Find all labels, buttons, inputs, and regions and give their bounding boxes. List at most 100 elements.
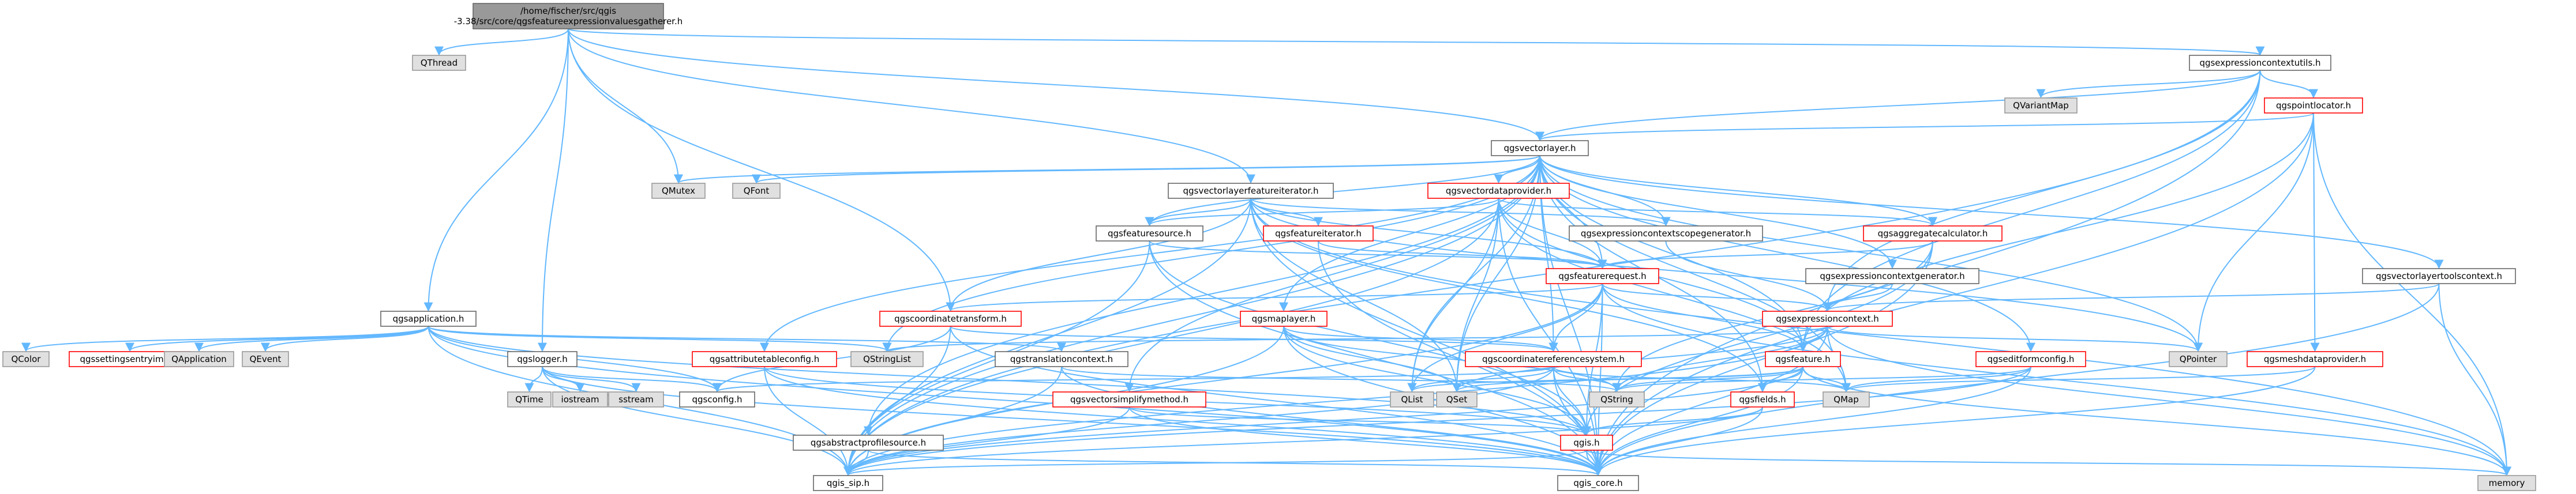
- node-qgis[interactable]: qgis.h: [1560, 435, 1613, 451]
- node-qgsabstractprofilesource[interactable]: qgsabstractprofilesource.h: [793, 435, 944, 451]
- node-qgscoordinatereferencesystem[interactable]: qgscoordinatereferencesystem.h: [1465, 351, 1642, 367]
- edge-layer: [21, 28, 2511, 476]
- node-box-qpointer: [2169, 351, 2228, 367]
- node-label-qtime: QTime: [515, 394, 543, 405]
- node-label-qgis_core: qgis_core.h: [1573, 478, 1622, 489]
- edge-qgsvectorlayerfeatureiterator-to-qgsexpressioncontextscopegenerator: [1250, 198, 1671, 227]
- node-box-qapplication: [164, 351, 234, 367]
- edge-qgsfeaturerequest-to-qgscoordinatereferencesystem: [1548, 283, 1603, 352]
- node-qgsmaplayer[interactable]: qgsmaplayer.h: [1240, 311, 1328, 327]
- edge-qgsfeaturesource-to-qgis: [1149, 240, 1591, 436]
- node-box-qgspointlocator: [2264, 97, 2363, 114]
- edge-qgsvectorlayer-to-qgsfeaturesource: [1145, 155, 1540, 227]
- node-box-qgsvectorlayertoolscontext: [2362, 268, 2516, 284]
- node-label-qgsapplication: qgsapplication.h: [393, 314, 464, 324]
- node-qgsvectordataprovider[interactable]: qgsvectordataprovider.h: [1427, 183, 1570, 199]
- node-label-qvariantmap: QVariantMap: [2013, 100, 2069, 111]
- node-label-qfont: QFont: [744, 186, 770, 196]
- node-box-qgsabstractprofilesource: [793, 435, 944, 451]
- edge-qgsexpressioncontext-to-qstringlist: [883, 326, 1828, 352]
- node-root[interactable]: /home/fischer/src/qgis-3.38/src/core/qgs…: [454, 3, 683, 29]
- node-qapplication: QApplication: [164, 351, 234, 367]
- node-qmutex: QMutex: [651, 183, 706, 199]
- node-label-root: -3.38/src/core/qgsfeatureexpressionvalue…: [454, 16, 683, 27]
- node-label-qgstranslationcontext: qgstranslationcontext.h: [1010, 354, 1113, 364]
- node-box-qgsapplication: [380, 311, 477, 327]
- node-qtime: QTime: [507, 391, 552, 408]
- edge-qgsaggregatecalculator-to-qgsfeaturerequest: [1598, 240, 1933, 269]
- node-box-qgsmeshdataprovider: [2247, 351, 2383, 367]
- node-qlist: QList: [1390, 391, 1434, 408]
- node-label-qstring: QString: [1600, 394, 1633, 405]
- node-box-qthread: [412, 55, 466, 71]
- node-label-qgsvectorlayer: qgsvectorlayer.h: [1504, 143, 1576, 153]
- node-label-qgsvectorsimplifymethod: qgsvectorsimplifymethod.h: [1070, 394, 1188, 405]
- node-qcolor: QColor: [2, 351, 50, 367]
- node-box-qgsexpressioncontextutils: [2189, 55, 2331, 71]
- node-qgscoordinatetransform[interactable]: qgscoordinatetransform.h: [879, 311, 1022, 327]
- edge-qgsvectordataprovider-to-qlist: [1407, 198, 1499, 393]
- node-qstring: QString: [1589, 391, 1645, 408]
- node-qgsexpressioncontext[interactable]: qgsexpressioncontext.h: [1762, 311, 1893, 327]
- edge-root-to-qgscoordinatetransform: [568, 28, 955, 312]
- edge-qgspointlocator-to-qgsfeature: [1798, 112, 2314, 352]
- edge-root-to-qgslogger: [538, 28, 569, 352]
- edge-qgis-to-qgis_sip: [843, 450, 1587, 476]
- node-label-qgsvectorlayerfeatureiterator: qgsvectorlayerfeatureiterator.h: [1183, 186, 1319, 196]
- node-box-qgis_core: [1557, 475, 1639, 491]
- node-box-qgsexpressioncontext: [1762, 311, 1893, 327]
- node-label-qgsconfig: qgsconfig.h: [692, 394, 742, 405]
- node-qgsfeatureiterator[interactable]: qgsfeatureiterator.h: [1263, 225, 1374, 242]
- node-qgspointlocator[interactable]: qgspointlocator.h: [2264, 97, 2363, 114]
- node-box-qgsfeature: [1765, 351, 1841, 367]
- edge-qgsmaplayer-to-qset: [1283, 326, 1461, 393]
- node-qgsexpressioncontextscopegenerator[interactable]: qgsexpressioncontextscopegenerator.h: [1569, 225, 1763, 242]
- node-qgseditformconfig[interactable]: qgseditformconfig.h: [1975, 351, 2086, 367]
- edge-qgsattributetableconfig-to-qgis_core: [764, 366, 1603, 476]
- edge-qgsvectorsimplifymethod-to-qgis: [1128, 406, 1591, 436]
- node-qgsmeshdataprovider[interactable]: qgsmeshdataprovider.h: [2247, 351, 2383, 367]
- node-qgsexpressioncontextutils[interactable]: qgsexpressioncontextutils.h: [2189, 55, 2331, 71]
- edge-qgseditformconfig-to-qstring: [1612, 366, 2031, 393]
- node-qstringlist: QStringList: [850, 351, 924, 367]
- edge-qgsfeaturerequest-to-qgsexpressioncontext: [1602, 283, 1832, 312]
- node-qgstranslationcontext[interactable]: qgstranslationcontext.h: [995, 351, 1128, 367]
- edge-qgsfeature-to-qset: [1452, 366, 1803, 393]
- node-box-qcolor: [2, 351, 50, 367]
- node-qgsexpressioncontextgenerator[interactable]: qgsexpressioncontextgenerator.h: [1805, 268, 1979, 284]
- node-qgis_core[interactable]: qgis_core.h: [1557, 475, 1639, 491]
- node-qgsattributetableconfig[interactable]: qgsattributetableconfig.h: [692, 351, 837, 367]
- edge-qgscoordinatereferencesystem-to-qgsconfig: [713, 366, 1554, 393]
- node-qgslogger[interactable]: qgslogger.h: [507, 351, 578, 367]
- edge-root-to-qgsvectorlayerfeatureiterator: [568, 28, 1255, 184]
- edge-qgsfeaturesource-to-qgsfeaturerequest: [1149, 240, 1607, 269]
- edge-qgsvectorlayer-to-qgsvectorsimplifymethod: [1124, 155, 1540, 393]
- node-qgsfeaturesource[interactable]: qgsfeaturesource.h: [1096, 225, 1203, 242]
- node-qgsfeaturerequest[interactable]: qgsfeaturerequest.h: [1546, 268, 1659, 284]
- node-qgsvectorlayerfeatureiterator[interactable]: qgsvectorlayerfeatureiterator.h: [1168, 183, 1334, 199]
- node-qgsapplication[interactable]: qgsapplication.h: [380, 311, 477, 327]
- edge-qgscoordinatereferencesystem-to-qgis_sip: [843, 366, 1554, 476]
- node-box-qgsconfig: [679, 391, 755, 408]
- node-qgsvectorsimplifymethod[interactable]: qgsvectorsimplifymethod.h: [1052, 391, 1206, 408]
- node-qgsvectorlayertoolscontext[interactable]: qgsvectorlayertoolscontext.h: [2362, 268, 2516, 284]
- node-box-qgsexpressioncontextscopegenerator: [1569, 225, 1763, 242]
- edge-qgsvectorlayer-to-qgsvectorlayertoolscontext: [1539, 155, 2444, 269]
- node-iostream: iostream: [552, 391, 608, 408]
- node-qgsfields[interactable]: qgsfields.h: [1730, 391, 1795, 408]
- edge-root-to-qgsapplication: [423, 28, 569, 312]
- node-qgsfeature[interactable]: qgsfeature.h: [1765, 351, 1841, 367]
- edge-qgsfields-to-qgis: [1582, 406, 1763, 436]
- edge-qgsfeatureiterator-to-qgsfeaturerequest: [1318, 240, 1607, 269]
- node-qgsconfig[interactable]: qgsconfig.h: [679, 391, 755, 408]
- node-box-qmutex: [651, 183, 706, 199]
- node-box-qmap: [1823, 391, 1870, 408]
- node-box-qgsvectorlayerfeatureiterator: [1168, 183, 1334, 199]
- edge-qgsfields-to-qgis_sip: [843, 406, 1763, 476]
- edge-qgsexpressioncontext-to-qpointer: [1827, 326, 2203, 352]
- node-qgis_sip[interactable]: qgis_sip.h: [813, 475, 883, 491]
- edge-qgsvectorlayer-to-qgsvectordataprovider: [1494, 155, 1540, 184]
- node-box-qgsaggregatecalculator: [1863, 225, 2003, 242]
- node-qgsaggregatecalculator[interactable]: qgsaggregatecalculator.h: [1863, 225, 2003, 242]
- node-qgsvectorlayer[interactable]: qgsvectorlayer.h: [1491, 140, 1589, 156]
